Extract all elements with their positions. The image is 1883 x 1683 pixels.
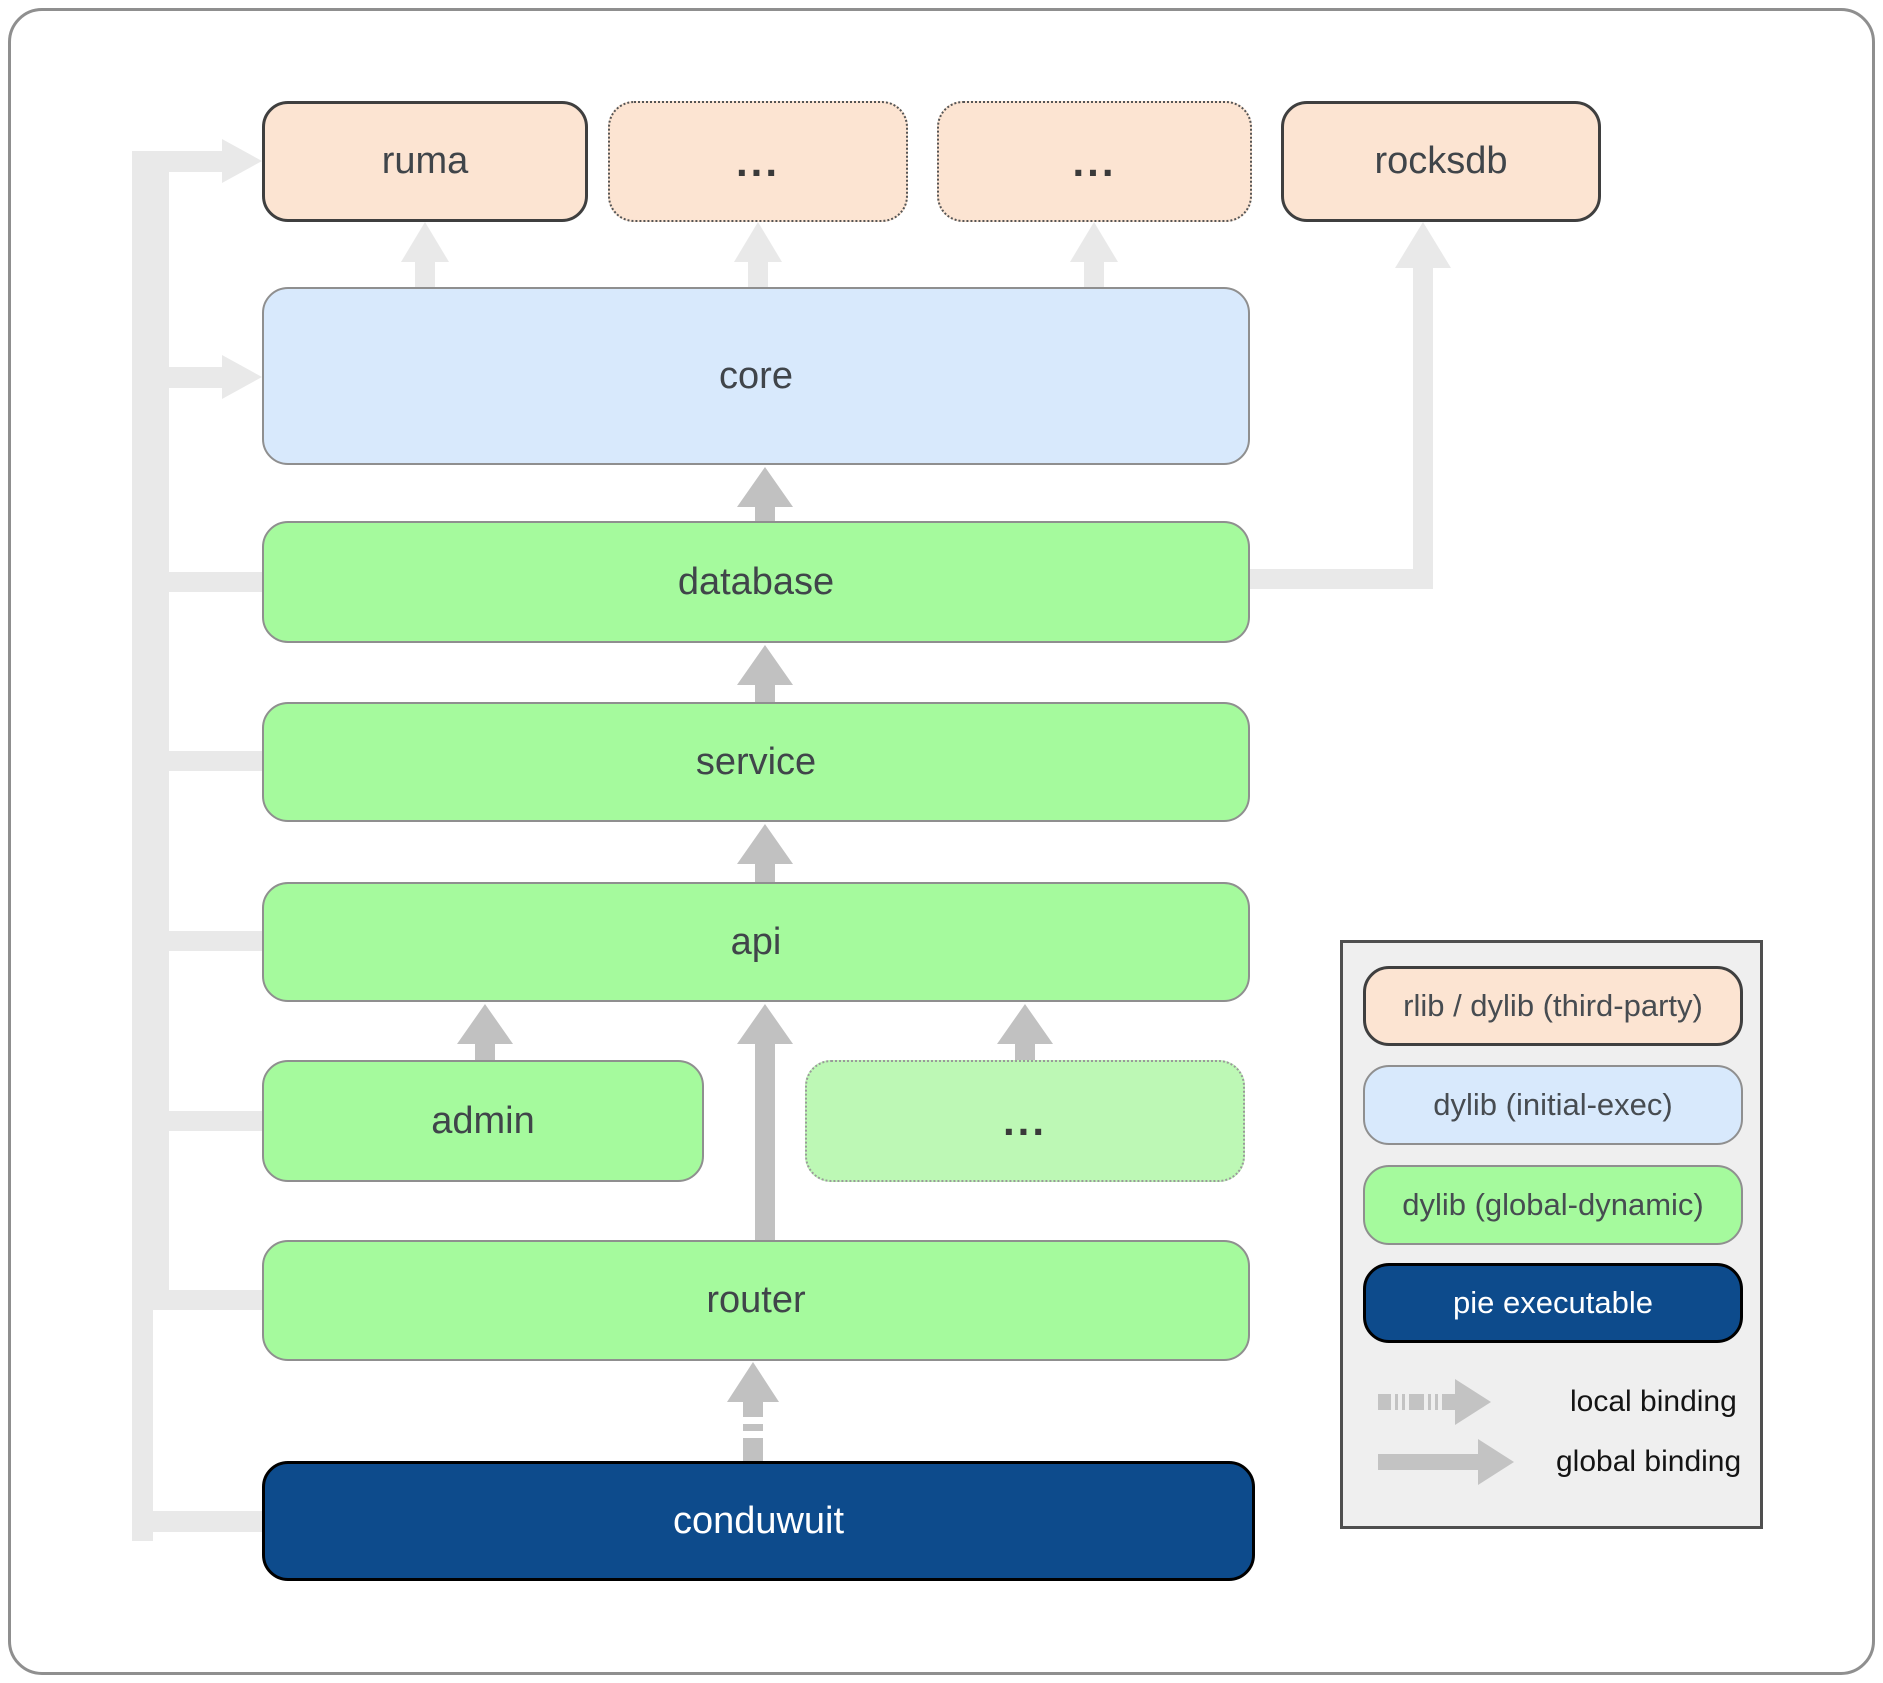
- node-rocksdb: rocksdb: [1281, 101, 1601, 222]
- legend-item-label: rlib / dylib (third-party): [1403, 988, 1703, 1023]
- legend-local-binding-row: local binding: [1378, 1377, 1738, 1427]
- edge-trunk-service: [132, 751, 264, 771]
- edge-router-api-shaft: [755, 1044, 775, 1240]
- edge-trunk-database: [132, 572, 264, 592]
- node-label-router: router: [706, 1279, 806, 1321]
- node-label-core: core: [719, 354, 793, 397]
- trunk-main: [132, 151, 153, 1541]
- edge-trunk-api: [132, 931, 264, 951]
- node-database: database: [262, 521, 1250, 643]
- edge-conduwuit-router-d3: [743, 1438, 763, 1461]
- trunk-rail: [153, 161, 169, 1310]
- legend-global-binding-row: global binding: [1378, 1437, 1742, 1487]
- edge-admin-api-shaft: [475, 1044, 495, 1060]
- node-other-crates: ...: [805, 1060, 1245, 1182]
- node-router: router: [262, 1240, 1250, 1361]
- edge-core-dep-b-head: [1070, 222, 1118, 262]
- node-api: api: [262, 882, 1250, 1002]
- edge-database-core-shaft: [755, 507, 775, 521]
- edge-admin-api-head: [457, 1004, 513, 1044]
- edge-conduwuit-core: [132, 367, 224, 388]
- edge-trunk-admin: [132, 1111, 264, 1131]
- edge-trunk-router: [132, 1290, 264, 1310]
- legend-item-label: dylib (global-dynamic): [1402, 1187, 1704, 1222]
- edge-router-api-head: [737, 1004, 793, 1044]
- node-conduwuit: conduwuit: [262, 1461, 1255, 1581]
- edge-conduwuit-ruma: [132, 151, 224, 172]
- legend-item-global-dynamic: dylib (global-dynamic): [1363, 1165, 1743, 1245]
- edge-conduwuit-ruma-head: [222, 139, 262, 183]
- node-label-ruma: ruma: [381, 140, 469, 182]
- edge-core-ruma-head: [401, 222, 449, 262]
- node-dep-b: ...: [937, 101, 1252, 222]
- legend-item-third-party: rlib / dylib (third-party): [1363, 966, 1743, 1046]
- edge-conduwuit-core-head: [222, 355, 262, 399]
- node-label-conduwuit: conduwuit: [672, 1499, 845, 1542]
- edge-api-service-head: [737, 824, 793, 864]
- edge-crates-api-shaft: [1015, 1044, 1035, 1060]
- legend-item-label: dylib (initial-exec): [1433, 1087, 1673, 1122]
- node-label-service: service: [695, 740, 817, 783]
- node-service: service: [262, 702, 1250, 822]
- edge-core-dep-a-shaft: [748, 262, 768, 287]
- edge-core-dep-a-head: [734, 222, 782, 262]
- node-ruma: ruma: [262, 101, 588, 222]
- legend-item-initial-exec: dylib (initial-exec): [1363, 1065, 1743, 1145]
- node-label-admin: admin: [431, 1099, 535, 1142]
- edge-database-rocksdb-h: [1250, 569, 1433, 589]
- node-admin: admin: [262, 1060, 704, 1182]
- edge-database-rocksdb-v: [1413, 264, 1433, 579]
- node-label-dep-b: ...: [1072, 137, 1117, 185]
- node-label-rocksdb: rocksdb: [1374, 140, 1508, 182]
- edge-crates-api-head: [997, 1004, 1053, 1044]
- edge-api-service-shaft: [755, 864, 775, 882]
- node-label-dep-a: ...: [735, 137, 780, 185]
- legend-panel: local binding global binding rlib / dyli…: [1340, 940, 1763, 1529]
- edge-conduwuit-router-d2: [743, 1424, 763, 1431]
- edge-database-rocksdb-head: [1395, 222, 1451, 268]
- node-label-database: database: [677, 560, 835, 603]
- edge-service-database-shaft: [755, 685, 775, 702]
- edge-core-ruma-shaft: [415, 262, 435, 287]
- edge-conduwuit-router-head: [727, 1362, 779, 1402]
- local-binding-arrow-icon: [1378, 1379, 1528, 1425]
- node-label-api: api: [730, 920, 782, 963]
- legend-item-pie-executable: pie executable: [1363, 1263, 1743, 1343]
- node-core: core: [262, 287, 1250, 465]
- legend-item-label: pie executable: [1453, 1285, 1653, 1320]
- local-binding-label: local binding: [1570, 1385, 1737, 1418]
- edge-conduwuit-router-d1: [743, 1402, 763, 1417]
- edge-database-core-head: [737, 467, 793, 507]
- global-binding-label: global binding: [1556, 1445, 1742, 1478]
- edge-core-dep-b-shaft: [1084, 262, 1104, 287]
- node-label-other-crates: ...: [1002, 1097, 1047, 1144]
- node-dep-a: ...: [608, 101, 908, 222]
- global-binding-arrow-icon: [1378, 1439, 1514, 1485]
- edge-trunk-conduwuit: [132, 1511, 264, 1532]
- edge-service-database-head: [737, 645, 793, 685]
